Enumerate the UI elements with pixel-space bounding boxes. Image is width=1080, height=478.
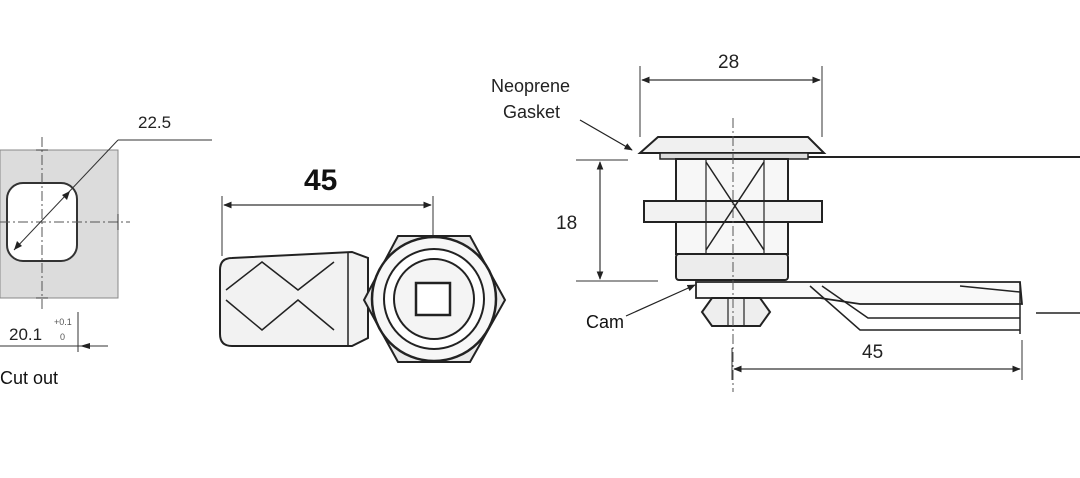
side-view-height-dim: 18 <box>556 213 577 234</box>
cutout-tolerance-minus: 0 <box>60 332 65 342</box>
cutout-width-dim: 20.1 <box>9 325 42 344</box>
side-view-width-dim: 28 <box>718 52 739 73</box>
square-key-socket <box>414 281 452 317</box>
lock-top-view: 45 <box>219 164 507 363</box>
lock-body <box>675 158 789 202</box>
cam-nut <box>700 297 772 327</box>
cutout-tolerance-plus: +0.1 <box>54 317 72 327</box>
cutout-diagonal-dim: 22.5 <box>138 113 171 132</box>
cutout-caption: Cut out <box>0 368 58 388</box>
cutout-panel: 22.5 20.1 +0.1 0 Cut out <box>0 113 212 388</box>
gasket-leader <box>579 119 633 151</box>
lock-head <box>637 136 827 154</box>
cam-arm <box>219 250 369 347</box>
gasket-label-line2: Gasket <box>503 102 560 122</box>
cam-length-dim: 45 <box>862 342 883 363</box>
gasket-label-line1: Neoprene <box>491 76 570 96</box>
top-view-length-dim: 45 <box>304 164 337 197</box>
cam-leader <box>625 284 696 317</box>
cam-label: Cam <box>586 312 624 332</box>
lock-side-view: 28 Neoprene Gasket 18 <box>491 52 1080 392</box>
